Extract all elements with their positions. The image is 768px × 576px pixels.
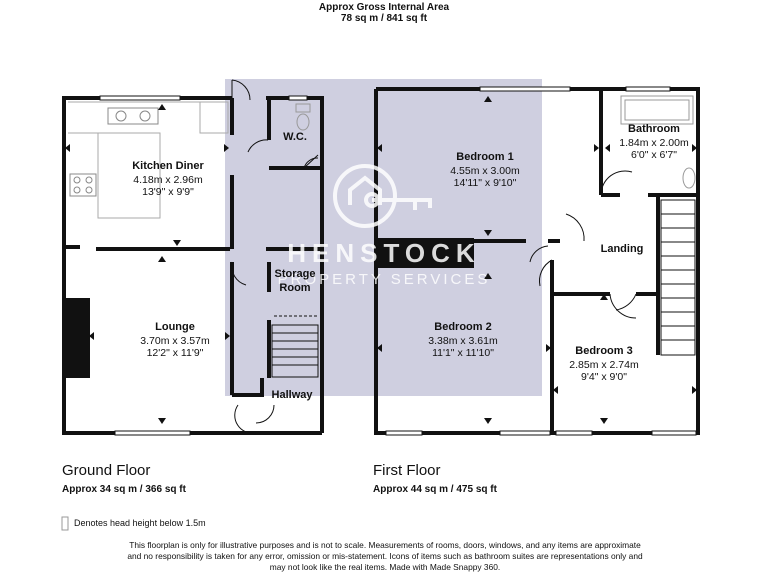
first-floor-label: First Floor [373,462,441,479]
bedroom1-name: Bedroom 1 [456,151,514,163]
kitchen-metric: 4.18m x 2.96m [133,174,203,186]
lounge-imperial: 12'2" x 11'9" [146,347,204,359]
bedroom3-name: Bedroom 3 [575,345,633,357]
bedroom1-metric: 4.55m x 3.00m [450,165,520,177]
wc-name: W.C. [283,131,307,143]
bedroom2-metric: 3.38m x 3.61m [428,335,498,347]
first-floor-area: Approx 44 sq m / 475 sq ft [373,484,497,495]
kitchen-counters [68,101,229,219]
lounge-metric: 3.70m x 3.57m [140,335,210,347]
header-title: Approx Gross Internal Area [318,2,450,13]
disclaimer-line-3: may not look like the real items. Made w… [269,562,501,572]
disclaimer-line-2: and no responsibility is taken for any e… [127,551,643,561]
shaded-area [225,79,542,396]
first-windows [385,86,697,436]
landing-wall-block [378,238,474,268]
bathroom-imperial: 6'0" x 6'7" [631,149,677,161]
header-area: 78 sq m / 841 sq ft [340,13,428,24]
kitchen-name: Kitchen Diner [132,160,204,172]
watermark-logo [333,164,432,228]
bedroom2-imperial: 11'1" x 11'10" [432,347,494,359]
watermark-subbrand: PROPERTY SERVICES [278,271,491,288]
storage-name-line1: Storage [274,268,316,280]
ground-dimension-arrows [65,104,230,424]
bedroom2-name: Bedroom 2 [434,321,492,333]
legend-text: Denotes head height below 1.5m [74,518,206,528]
legend-box-icon [61,516,69,531]
ground-floor-area: Approx 34 sq m / 366 sq ft [62,484,186,495]
bathroom-metric: 1.84m x 2.00m [619,137,689,149]
landing-name: Landing [600,243,644,255]
kitchen-imperial: 13'9" x 9'9" [142,186,194,198]
ground-floor-walls [62,96,324,435]
bathroom-fixtures [620,95,696,189]
bedroom3-imperial: 9'4" x 9'0" [581,371,627,383]
first-dimension-arrows [377,96,697,424]
ground-floor-label: Ground Floor [62,462,151,479]
wc-fixtures [295,103,311,131]
first-doors [529,170,637,319]
bedroom1-imperial: 14'11" x 9'10" [453,177,517,189]
first-stairs [660,199,696,356]
bedroom3-metric: 2.85m x 2.74m [569,359,639,371]
disclaimer: This floorplan is only for illustrative … [90,540,680,573]
ground-doors [231,79,319,434]
watermark-brand: HENSTOCK [287,238,480,268]
hallway-name: Hallway [271,389,313,401]
fireplace [64,298,90,378]
bathroom-name: Bathroom [628,123,680,135]
lounge-name: Lounge [155,321,195,333]
storage-name-line2: Room [279,282,311,294]
disclaimer-line-1: This floorplan is only for illustrative … [129,540,641,550]
ground-windows [99,95,308,436]
ground-stairs [271,315,319,378]
